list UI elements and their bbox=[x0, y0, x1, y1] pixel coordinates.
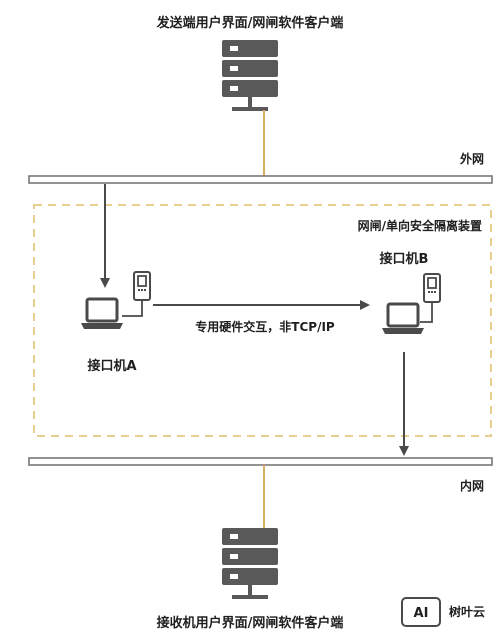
security-gateway-box bbox=[33, 204, 492, 437]
bottom-title: 接收机用户界面/网闸软件客户端 bbox=[157, 615, 344, 631]
top-server-icon bbox=[222, 40, 278, 111]
interface-machine-a-label: 接口机A bbox=[87, 358, 136, 374]
top-title: 发送端用户界面/网闸软件客户端 bbox=[156, 15, 344, 31]
watermark-logo-text: AI bbox=[414, 606, 429, 621]
interface-machine-b-laptop-icon bbox=[380, 302, 426, 336]
interface-machine-b-label: 接口机B bbox=[380, 251, 429, 267]
interface-machine-b-card-reader-icon bbox=[423, 273, 441, 303]
watermark-text: 树叶云 bbox=[449, 604, 485, 619]
interface-machine-a-cable bbox=[122, 300, 143, 317]
interface-machine-b-cable bbox=[420, 302, 433, 323]
interface-machine-a-laptop-icon bbox=[79, 297, 125, 331]
interface-machine-a-card-reader-icon bbox=[133, 271, 151, 301]
inner-network-label: 内网 bbox=[460, 478, 484, 493]
security-gateway-label: 网闸/单向安全隔离装置 bbox=[358, 218, 482, 233]
hardware-interaction-label: 专用硬件交互，非TCP/IP bbox=[195, 319, 335, 334]
inner-network-bar bbox=[28, 457, 493, 466]
outer-network-label: 外网 bbox=[460, 151, 484, 166]
watermark: AI 树叶云 bbox=[401, 597, 485, 627]
bottom-server-icon bbox=[222, 528, 278, 599]
watermark-logo-icon bbox=[401, 597, 441, 627]
outer-network-bar bbox=[28, 175, 493, 184]
